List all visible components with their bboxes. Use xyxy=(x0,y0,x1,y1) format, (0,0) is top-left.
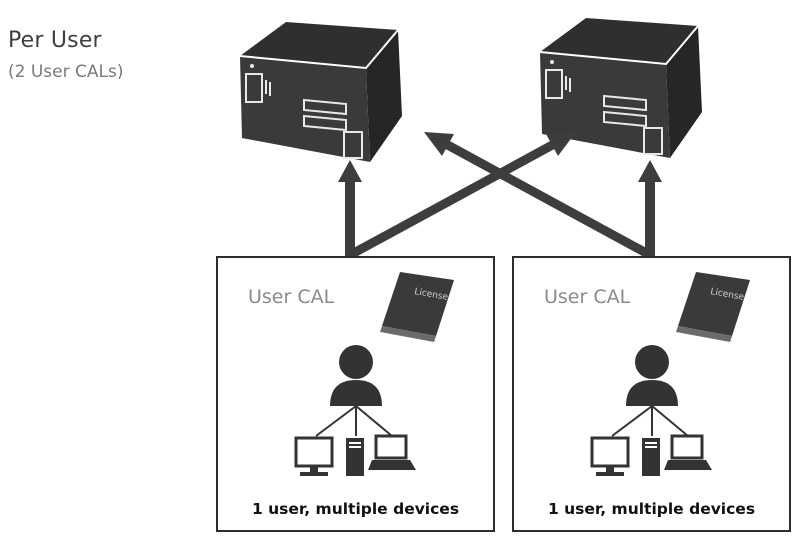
arrow-left-vertical xyxy=(338,160,362,258)
license-book-icon: License xyxy=(380,272,454,342)
cal-illustration: License xyxy=(294,272,454,476)
diagram-heading: Per User xyxy=(8,28,102,53)
laptop-icon xyxy=(368,434,416,470)
device-connectors xyxy=(315,405,393,437)
desktop-computer-icon xyxy=(294,436,334,476)
user-icon xyxy=(626,345,678,406)
tower-computer-icon xyxy=(346,438,364,476)
user-cal-title: User CAL xyxy=(544,286,631,308)
device-connectors xyxy=(611,405,689,437)
user-cal-box-left: User CAL License xyxy=(216,256,495,532)
arrows xyxy=(338,132,662,258)
arrow-right-to-left-server xyxy=(424,132,651,258)
laptop-icon xyxy=(664,434,712,470)
user-icon xyxy=(330,345,382,406)
user-cal-title: User CAL xyxy=(248,286,335,308)
user-cal-caption: 1 user, multiple devices xyxy=(251,500,460,518)
arrow-left-to-right-server xyxy=(349,132,576,258)
user-cal-caption: 1 user, multiple devices xyxy=(547,500,756,518)
cal-illustration: License xyxy=(590,272,750,476)
arrow-right-vertical xyxy=(638,160,662,258)
desktop-computer-icon xyxy=(590,436,630,476)
server-icon-left xyxy=(239,21,403,163)
user-cal-box-right: User CAL License xyxy=(512,256,791,532)
diagram-subheading: (2 User CALs) xyxy=(8,62,124,82)
license-book-icon: License xyxy=(676,272,750,342)
tower-computer-icon xyxy=(642,438,660,476)
